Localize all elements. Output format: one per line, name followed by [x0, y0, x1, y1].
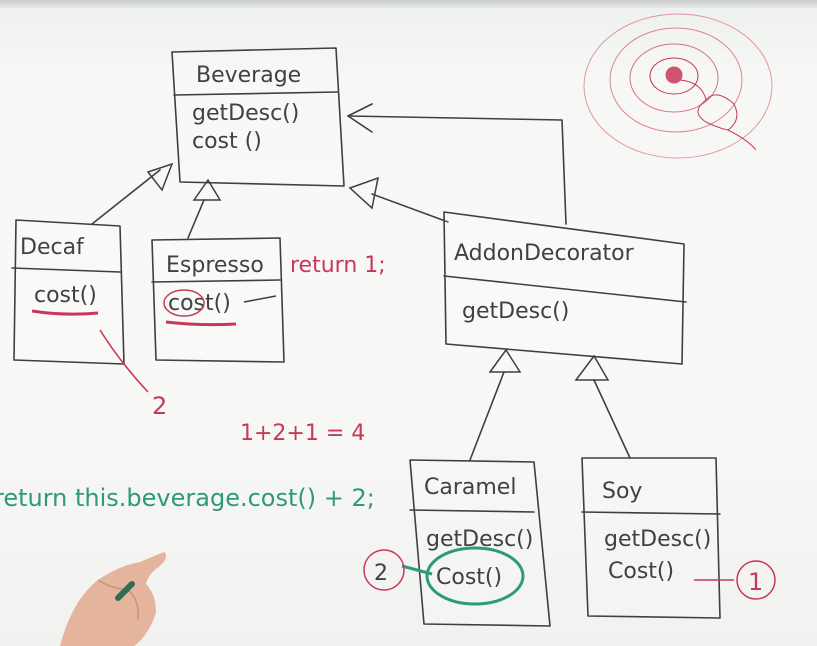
- decaf-marker-label: 2: [152, 392, 167, 420]
- soy-inherit-arrowhead: [574, 354, 610, 381]
- whiteboard-frame: [0, 0, 817, 8]
- espresso-box: [151, 237, 285, 363]
- soy-method-1: getDesc(): [604, 527, 711, 552]
- soy-box: [581, 457, 721, 619]
- caramel-inherit-arrowhead: [488, 348, 522, 373]
- espresso-title: Espresso: [166, 253, 264, 278]
- presenter-hand: [60, 552, 167, 646]
- espresso-inherit-arrowhead: [192, 178, 222, 201]
- espresso-divider: [151, 279, 281, 283]
- beverage-title: Beverage: [196, 63, 301, 88]
- caramel-method-2: Cost(): [436, 565, 502, 590]
- caramel-number-circle: [363, 549, 405, 591]
- beverage-method-2: cost (): [192, 129, 262, 154]
- soy-inherit-line: [593, 379, 631, 459]
- class-soy: Soy getDesc() Cost() 1: [581, 457, 776, 619]
- decorator-inherit-line: [371, 193, 449, 223]
- espresso-underline: [165, 320, 237, 327]
- addon-decorator-title: AddonDecorator: [454, 241, 635, 266]
- decaf-underline: [31, 309, 99, 316]
- decaf-inherit-arrowhead: [146, 162, 174, 192]
- class-decaf: Decaf cost() 2: [11, 219, 167, 420]
- espresso-inherit-line: [187, 199, 205, 239]
- espresso-circle-mark: [163, 289, 205, 317]
- decaf-pointer-line: [99, 329, 149, 393]
- caramel-number-label: 2: [374, 561, 388, 586]
- soy-divider: [581, 511, 721, 515]
- decaf-method-1: cost(): [34, 283, 97, 308]
- caramel-title: Caramel: [424, 475, 516, 500]
- inheritance-to-decorator: [469, 348, 631, 461]
- decorator-wraps-line: [347, 115, 567, 225]
- espresso-pointer-line: [243, 295, 277, 303]
- beverage-method-1: getDesc(): [192, 101, 299, 126]
- decorator-inherit-arrowhead: [348, 176, 379, 210]
- inheritance-to-beverage: [91, 103, 567, 239]
- class-addon-decorator: AddonDecorator getDesc(): [443, 211, 687, 365]
- class-beverage: Beverage getDesc() cost (): [171, 47, 345, 187]
- addon-decorator-box: [443, 211, 685, 365]
- espresso-return-note: return 1;: [290, 253, 386, 278]
- soy-title: Soy: [602, 479, 642, 504]
- caramel-inherit-line: [469, 371, 505, 461]
- decaf-title: Decaf: [20, 235, 85, 260]
- decaf-divider: [11, 267, 121, 273]
- caramel-divider: [409, 509, 535, 513]
- soy-number-circle: [736, 560, 776, 600]
- decorator-wraps-arrowhead: [347, 103, 373, 133]
- red-scribble-drawing: [583, 13, 773, 159]
- caramel-link-line: [401, 564, 433, 576]
- addon-decorator-method-1: getDesc(): [462, 299, 569, 324]
- decaf-inherit-line: [91, 169, 161, 225]
- soy-number-label: 1: [748, 568, 763, 596]
- caramel-code-annotation: return this.beverage.cost() + 2;: [0, 484, 375, 512]
- class-espresso: Espresso cost() return 1;: [151, 237, 386, 363]
- soy-method-2: Cost(): [608, 559, 674, 584]
- class-caramel: Caramel getDesc() Cost() 2: [363, 459, 551, 627]
- sum-annotation: 1+2+1 = 4: [240, 421, 365, 446]
- beverage-box: [171, 47, 345, 187]
- beverage-divider: [173, 91, 339, 96]
- caramel-cost-circle: [425, 546, 525, 606]
- addon-decorator-divider: [443, 275, 687, 303]
